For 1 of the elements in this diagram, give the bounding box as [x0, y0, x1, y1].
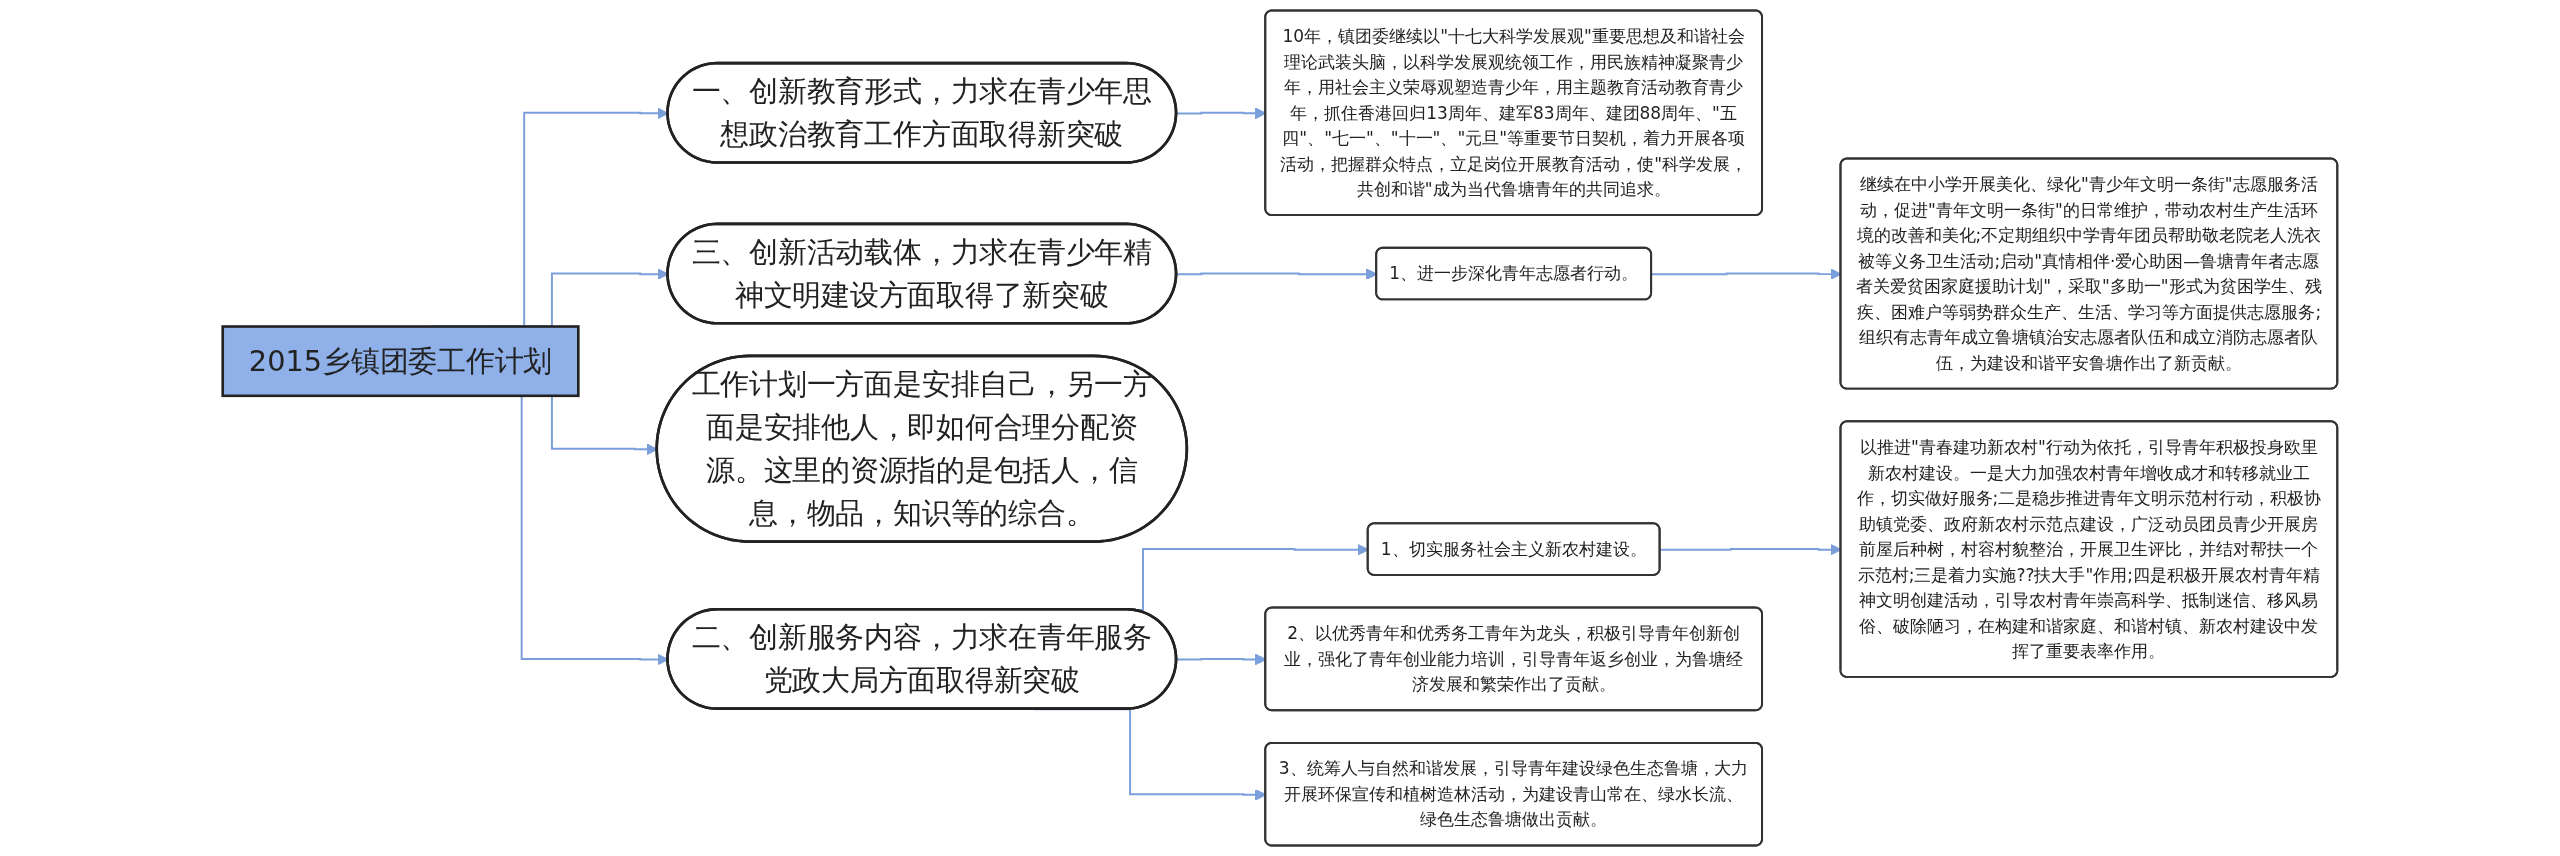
- node-box: 2015乡镇团委工作计划: [221, 325, 580, 398]
